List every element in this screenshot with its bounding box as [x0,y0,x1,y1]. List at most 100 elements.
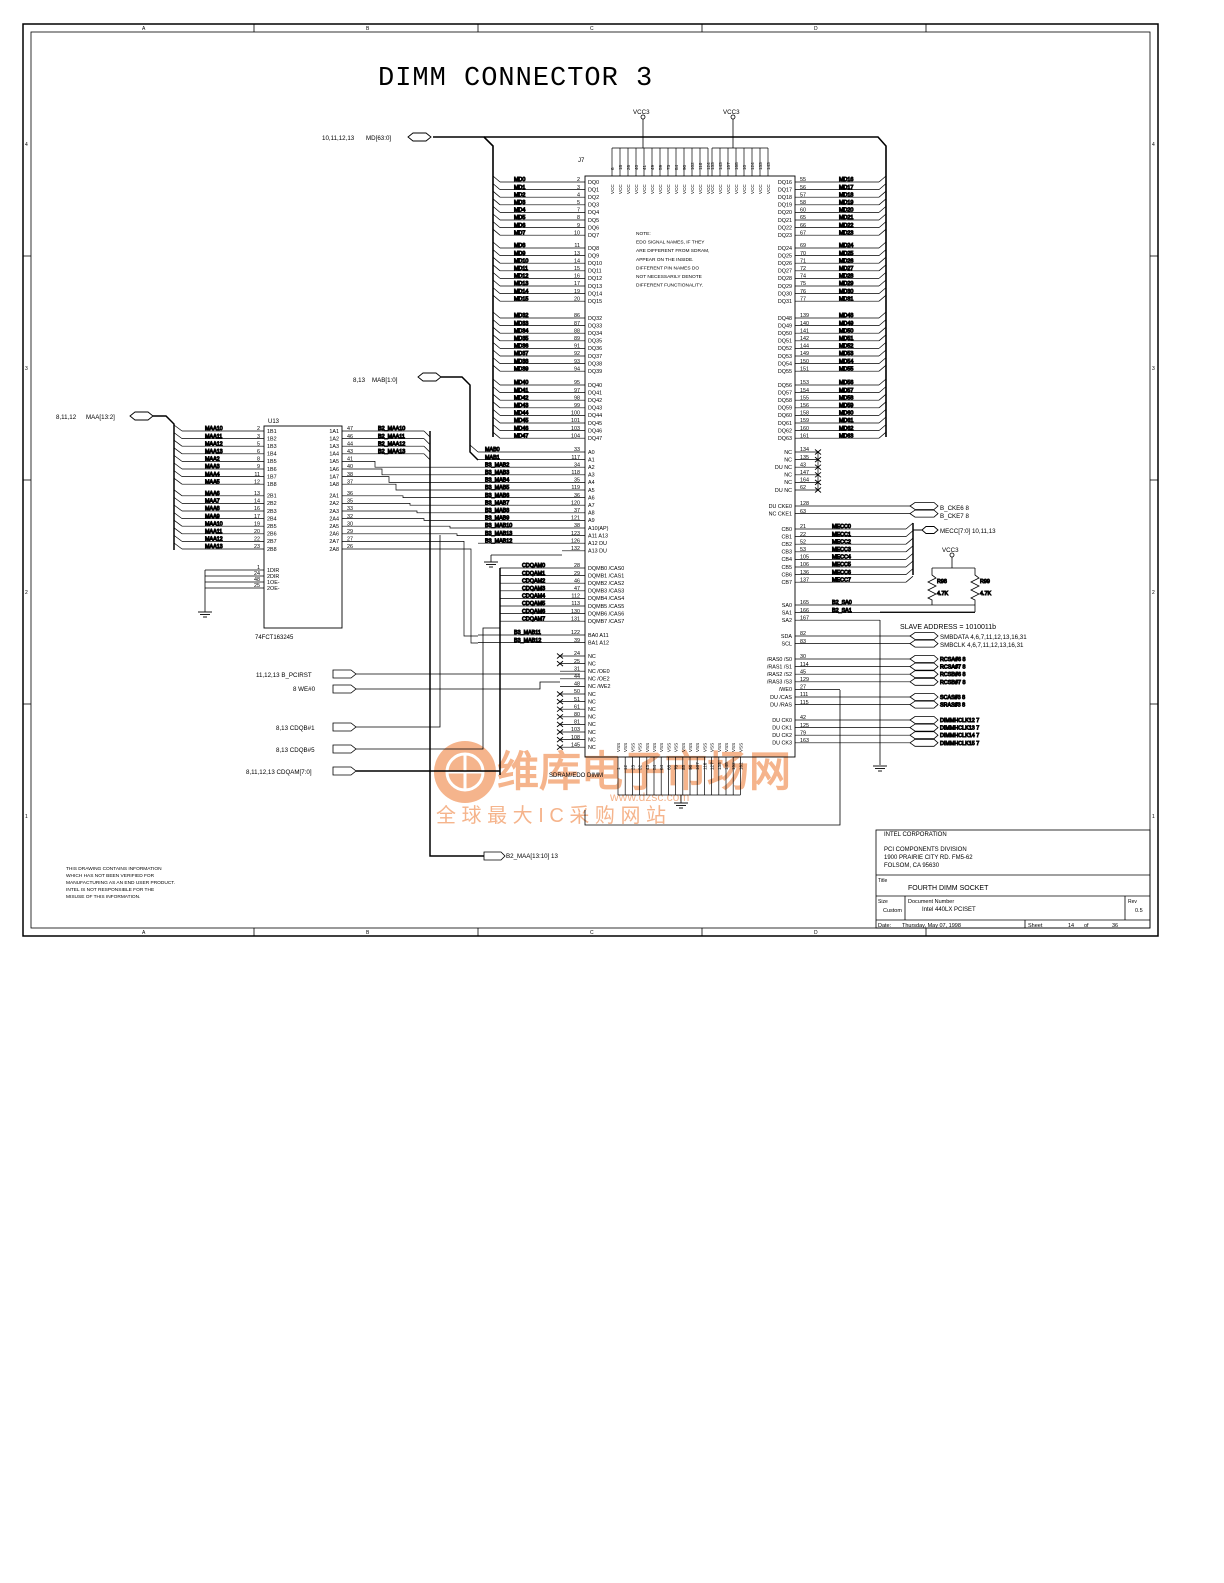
title-block-text: INTEL CORPORATION PCI COMPONENTS DIVISIO… [878,832,1143,929]
net-name: B2_MAA13 [378,449,405,455]
tb-address2: FOLSOM, CA 95630 [884,863,940,869]
vcc-pin-name: VCC [750,184,755,194]
pin-name: DQ50 [778,331,792,337]
zone-col-d-top: D [814,26,818,32]
pin-number: 55 [800,177,806,183]
pin-name: DQ20 [778,210,792,216]
md-bus-trunk-right [484,136,887,437]
zone-col-a-bot: A [142,930,146,936]
net-name: B3_MAB8 [485,508,509,514]
pin-name: DQ48 [778,316,792,322]
cdqb1-port [332,722,357,732]
tb-docnum: Intel 440LX PCISET [922,907,976,913]
bus-entry [905,553,914,560]
pin-name: DQ40 [588,383,602,389]
pin-number: 161 [800,433,809,439]
vcc-pin-name: VCC [634,184,639,194]
pin-number: 131 [571,616,580,622]
net-name: MD16 [839,177,853,183]
bus-entry [878,190,887,198]
pin-number: 8 [257,457,260,463]
net-name: CDQAM5 [522,601,545,607]
pin-name: NC /OE0 [588,669,610,675]
pcirst-label: 11,12,13 B_PCIRST [256,672,312,679]
vcc-pin-number: 124 [706,162,711,170]
pin-name: NC [588,699,596,705]
vcc-terminal [730,114,736,120]
pin-name: A13 DU [588,549,607,555]
disclaimer-line: MISUSE OF THIS INFORMATION. [66,894,140,900]
net-name: CDQAM0 [522,563,545,569]
pin-number: 111 [800,692,808,698]
pin-number: 11 [574,243,580,249]
bus-entry [492,272,501,279]
pin-name: SA0 [782,603,792,609]
pin-name: SCL [782,641,793,647]
we-port [332,684,357,694]
pin-number: 12 [254,479,260,485]
no-connect-mark [556,653,564,659]
pin-name: SA2 [782,618,792,624]
pin-name: DQ55 [778,369,792,375]
vss-pin-name: VSS [731,743,736,752]
pin-name: DQ18 [778,195,792,201]
offpage-connector [909,700,939,709]
net-name: MD6 [514,223,525,229]
pin-number: 112 [571,594,580,600]
pin-number: 139 [800,313,809,319]
u13-addr-route [370,510,478,514]
pin-number: 136 [800,570,809,576]
pin-number: 53 [800,547,806,553]
bus-entry [905,560,914,568]
watermark-main: 维库电子市场网 [497,748,791,795]
pin-number: 71 [800,258,806,264]
pin-name: 2B4 [267,516,277,522]
pin-name: DQ9 [588,253,599,259]
net-name: CDQAM1 [522,571,545,577]
pin-number: 3 [257,434,260,440]
vss-pin-name: VSS [717,743,722,752]
pin-name: /RAS3 /S3 [767,680,792,686]
bus-entry [492,213,501,221]
pin-name: NC CKE1 [769,511,792,517]
vss-pin-number: 23 [630,764,635,770]
pin-number: 165 [800,600,809,606]
bus-entry [492,409,501,416]
zone-col-d-bot: D [814,930,818,936]
net-name: MD13 [514,281,528,287]
pin-number: 121 [571,516,580,522]
vcc-pin-number: 6 [610,167,615,170]
md-bus-label: MD[63:0] [366,135,391,142]
net-name: MD18 [839,192,853,198]
disclaimer-line: MANUFACTURING AS AN END USER PRODUCT. [66,880,175,886]
net-name: MD5 [514,215,525,221]
pin-number: 103 [571,426,580,432]
net-name: MAB0 [485,447,500,453]
offpage-connector [909,662,939,671]
pin-name: NC [784,480,792,486]
vss-pin-name: VSS [623,743,628,752]
ground-symbol [873,765,887,772]
vcc-pins-right: 133VCC143VCC157VCC168VCC10VCC124VCC133VC… [710,114,771,194]
pin-number: 114 [800,662,809,668]
vcc-pin-name: VCC [650,184,655,194]
bus-entry [905,530,914,537]
vss-pin-name: VSS [659,743,664,752]
pin-name: DQ16 [778,180,792,186]
vcc-pin-name: VCC [674,184,679,194]
pin-number: 145 [571,742,580,748]
pin-name: 1B5 [267,459,277,465]
pin-name: 2OE- [267,586,280,592]
net-name: DIMMHCLK13 7 [940,726,979,732]
pin-number: 46 [347,434,353,440]
net-name: MECC4 [832,555,851,561]
vss-pin-number: 12 [623,764,628,770]
pin-number: 35 [347,499,353,505]
pin-number: 77 [800,296,806,302]
pin-name: A1 [588,457,595,463]
pin-name: DQ57 [778,390,792,396]
net-name: MD27 [839,266,853,272]
pin-number: 79 [800,730,806,736]
zone-row-3: 3 [25,366,28,372]
